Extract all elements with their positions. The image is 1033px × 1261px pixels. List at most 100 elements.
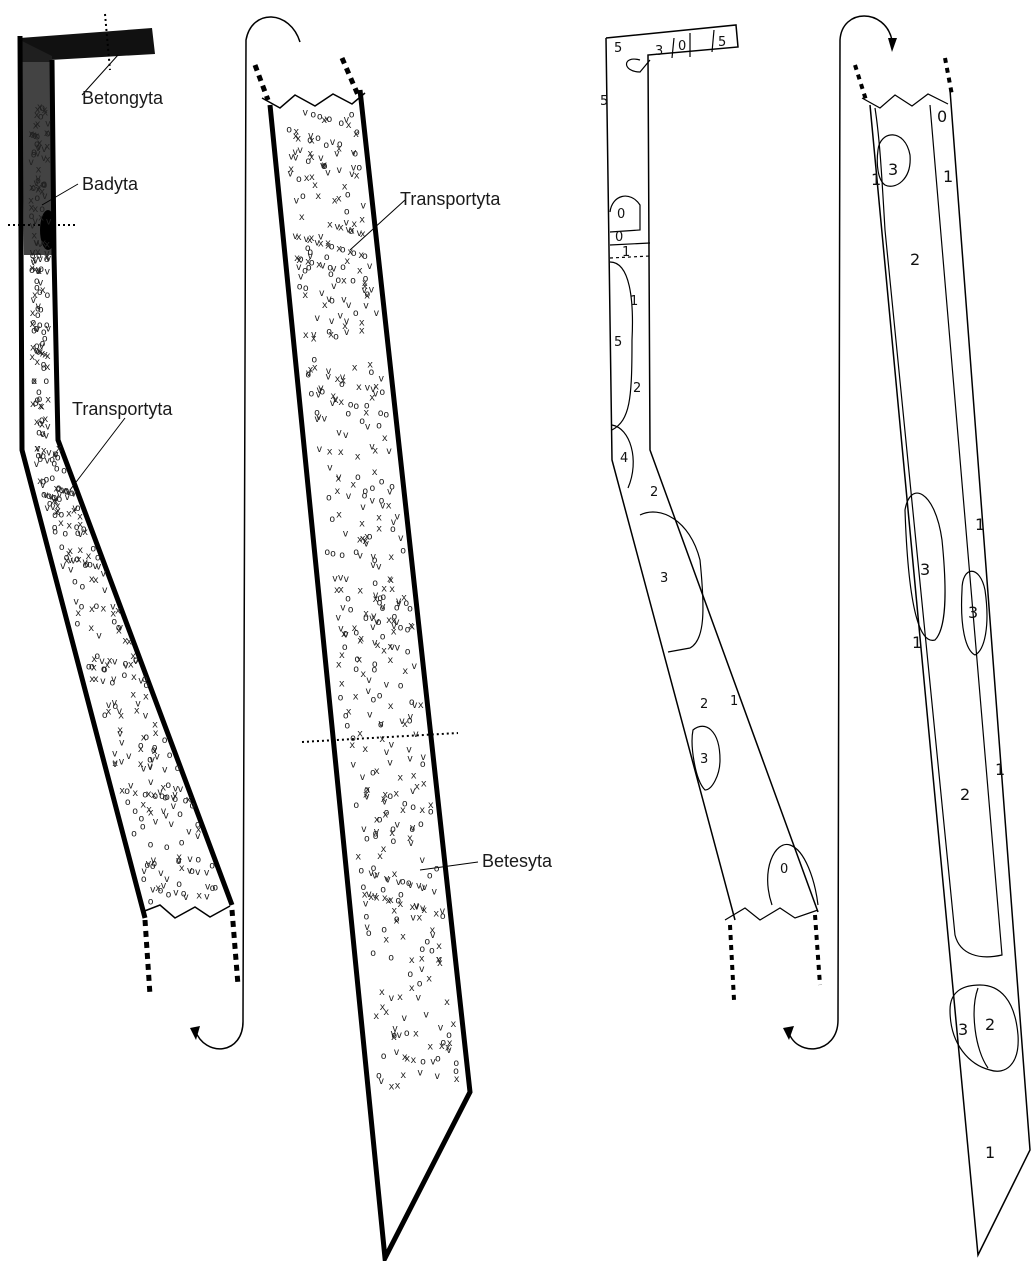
dung-mark: o	[44, 254, 50, 265]
dung-mark: x	[115, 606, 121, 617]
zone-number: 3	[660, 571, 668, 586]
dung-mark: x	[338, 447, 344, 458]
dung-mark: o	[370, 948, 376, 959]
dung-mark: o	[300, 191, 306, 202]
zone-number: 4	[620, 451, 628, 466]
dung-mark: v	[34, 238, 40, 249]
dung-mark: x	[388, 701, 394, 712]
dung-mark: x	[311, 333, 317, 344]
dung-mark: o	[172, 794, 178, 805]
dung-mark: v	[420, 903, 426, 914]
dung-mark: v	[415, 993, 421, 1004]
dung-mark: x	[355, 852, 361, 863]
dung-mark: x	[427, 1042, 433, 1053]
dung-mark: o	[44, 290, 50, 301]
dung-mark: o	[360, 882, 366, 893]
dung-mark: x	[379, 987, 385, 998]
dung-mark: v	[430, 930, 436, 941]
dung-mark: x	[359, 519, 365, 530]
dung-mark: x	[377, 851, 383, 862]
dung-mark: o	[407, 603, 413, 614]
dung-mark: v	[341, 294, 347, 305]
dung-mark: x	[356, 382, 362, 393]
dung-mark: o	[30, 183, 36, 194]
dung-mark: x	[138, 759, 144, 770]
dung-mark: o	[353, 401, 359, 412]
dung-mark: v	[186, 827, 192, 838]
dung-mark: x	[376, 523, 382, 534]
dung-mark: v	[330, 137, 336, 148]
dung-mark: x	[148, 808, 154, 819]
dung-mark: o	[102, 664, 108, 675]
dung-mark: v	[410, 822, 416, 833]
dung-mark: v	[369, 613, 375, 624]
dung-mark: v	[60, 561, 66, 572]
dung-marks-panel-2: oovovoovxoxoxxvvxxxvovvxooxoxooxxvvovxxx…	[286, 108, 460, 1093]
dung-mark: x	[373, 1011, 379, 1022]
zone-number: 1	[630, 294, 638, 309]
label-badyta: Badyta	[82, 174, 139, 194]
dung-mark: v	[346, 491, 352, 502]
dung-mark: v	[387, 486, 393, 497]
dung-mark: v	[119, 738, 125, 749]
dung-mark: v	[417, 1067, 423, 1078]
dung-mark: v	[187, 854, 193, 865]
dung-mark: v	[398, 533, 404, 544]
zone-number: 3	[920, 560, 930, 579]
dung-mark: o	[338, 692, 344, 703]
dung-mark: v	[162, 764, 168, 775]
dung-mark: o	[310, 109, 316, 120]
zone-number: 0	[678, 39, 686, 54]
zone-strip-outline	[870, 90, 1030, 1255]
dung-mark: x	[341, 275, 347, 286]
dung-mark: o	[400, 546, 406, 557]
dung-mark: o	[366, 928, 372, 939]
dung-mark: o	[348, 226, 354, 237]
dung-mark: o	[143, 680, 149, 691]
dung-mark: v	[326, 366, 332, 377]
dung-mark: x	[372, 445, 378, 456]
zone-number: 1	[912, 633, 922, 652]
dung-mark: o	[329, 242, 335, 253]
dung-mark: o	[420, 1057, 426, 1068]
dung-mark: x	[332, 196, 338, 207]
zone-number: 3	[655, 44, 663, 59]
dung-mark: o	[343, 710, 349, 721]
dung-mark: x	[383, 934, 389, 945]
dung-mark: v	[44, 456, 50, 467]
zone-number: 2	[910, 250, 920, 269]
dung-mark: v	[385, 875, 391, 886]
dung-mark: v	[394, 643, 400, 654]
dung-mark: o	[405, 646, 411, 657]
dung-mark: o	[362, 486, 368, 497]
dung-mark: x	[296, 232, 302, 243]
leader-line	[70, 418, 125, 490]
dung-mark: v	[343, 529, 349, 540]
dung-mark: o	[56, 494, 62, 505]
dung-mark: v	[383, 680, 389, 691]
label-betesyta: Betesyta	[482, 851, 553, 871]
dung-mark: v	[293, 195, 299, 206]
dung-mark: o	[428, 807, 434, 818]
dung-mark: v	[44, 267, 50, 278]
dung-mark: o	[179, 837, 185, 848]
dung-mark: x	[151, 790, 157, 801]
label-transportyta-mid: Transportyta	[400, 189, 501, 209]
dung-mark: v	[360, 502, 366, 513]
dung-mark: v	[119, 757, 125, 768]
dung-mark: o	[406, 878, 412, 889]
dung-mark: x	[397, 772, 403, 783]
zone-number: 3	[958, 1020, 968, 1039]
dung-mark: v	[374, 827, 380, 838]
dung-mark: o	[41, 359, 47, 370]
dung-mark: v	[367, 261, 373, 272]
dung-mark: v	[161, 806, 167, 817]
dung-mark: o	[82, 560, 88, 571]
dung-mark: o	[379, 387, 385, 398]
zone-number: 1	[995, 760, 1005, 779]
dung-mark: v	[335, 613, 341, 624]
dung-mark: x	[409, 983, 415, 994]
dung-mark: x	[409, 955, 415, 966]
dung-mark: o	[390, 524, 396, 535]
dung-mark: o	[298, 254, 304, 265]
